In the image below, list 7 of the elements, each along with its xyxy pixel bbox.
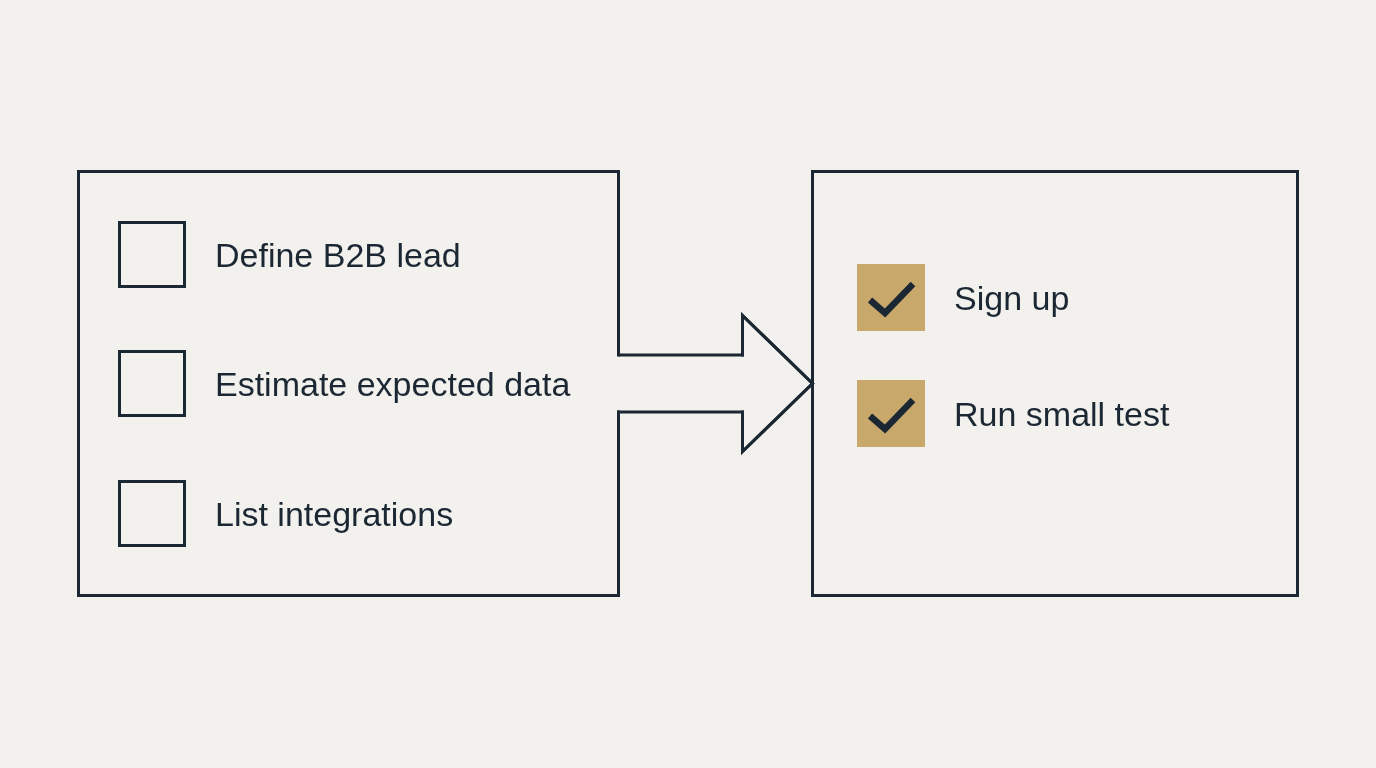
checklist-item-text: Run small test [954,393,1170,434]
checklist-item-text: Estimate expected data [215,363,571,404]
checklist-item-text: Sign up [954,277,1070,318]
checklist-item-text: Define B2B lead [215,234,461,275]
checklist-panel [811,170,1299,597]
checklist-item-text: List integrations [215,493,454,534]
checklist-panel [77,170,620,597]
